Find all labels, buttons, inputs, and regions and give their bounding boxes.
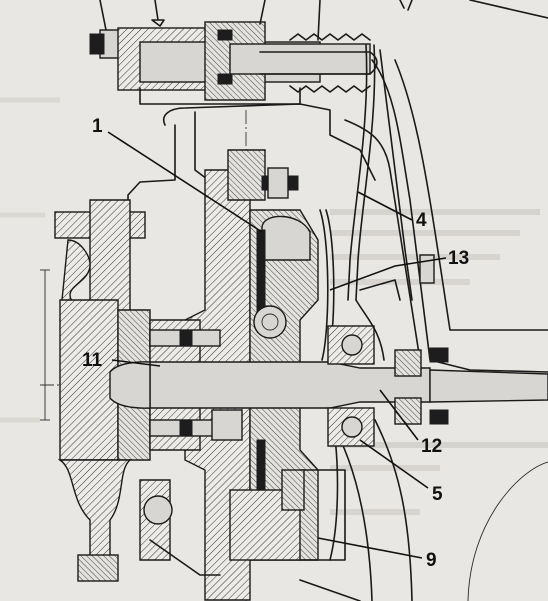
callout-labels: 1 4 13 11 12 5 9 — [82, 116, 469, 571]
slave-cylinder — [89, 0, 548, 105]
lower-bracket — [139, 479, 361, 601]
input-shaft — [109, 361, 548, 409]
callout-9: 9 — [426, 550, 437, 571]
flywheel-bolts — [149, 329, 243, 441]
callout-leaders — [107, 131, 447, 559]
callout-11: 11 — [82, 350, 103, 371]
callout-1: 1 — [92, 116, 103, 137]
callout-5: 5 — [432, 484, 443, 505]
engine-flange — [40, 199, 151, 582]
release-fork — [347, 44, 435, 361]
callout-4: 4 — [416, 210, 427, 231]
background-arc — [467, 461, 548, 601]
bell-housing — [127, 49, 548, 601]
callout-13: 13 — [448, 248, 469, 269]
callout-12: 12 — [421, 436, 442, 457]
